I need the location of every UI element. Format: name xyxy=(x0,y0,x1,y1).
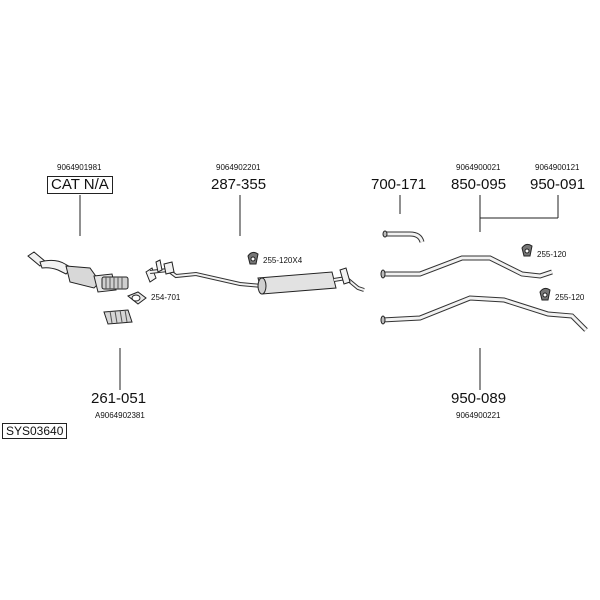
hanger-icon-255-120-a xyxy=(521,243,533,257)
part-number-287-355: 287-355 xyxy=(211,176,267,193)
oe-number-850-095: 9064900021 xyxy=(456,163,501,172)
leader-lines xyxy=(79,195,559,390)
clamp-254-701 xyxy=(127,291,147,305)
pipe-950-089 xyxy=(380,295,588,332)
catalytic-converter xyxy=(27,251,129,293)
oe-number-261-051: A9064902381 xyxy=(95,411,145,420)
oe-number-cat: 9064901981 xyxy=(57,163,102,172)
diagram-code: SYS03640 xyxy=(2,423,68,439)
fitting-label-255-120-b: 255-120 xyxy=(555,293,585,302)
part-number-700-171: 700-171 xyxy=(371,176,427,193)
oe-number-950-091: 9064900121 xyxy=(535,163,580,172)
flex-pipe-261-051 xyxy=(103,309,133,325)
hanger-icon-255-120-b xyxy=(539,287,551,301)
oe-number-950-089: 9064900221 xyxy=(456,411,501,420)
fitting-label-255-120-a: 255-120 xyxy=(537,250,567,259)
hanger-icon-255-120x4 xyxy=(247,251,259,265)
pipe-850-095 xyxy=(380,255,553,279)
fitting-label-254-701: 254-701 xyxy=(151,293,181,302)
part-number-950-089: 950-089 xyxy=(451,390,507,407)
part-number-950-091: 950-091 xyxy=(530,176,586,193)
oe-number-287-355: 9064902201 xyxy=(216,163,261,172)
fitting-label-255-120x4: 255-120X4 xyxy=(263,256,303,265)
part-number-cat: CAT N/A xyxy=(47,176,113,194)
front-pipe-287-355 xyxy=(145,259,365,295)
part-number-850-095: 850-095 xyxy=(451,176,507,193)
tailpipe-700-171 xyxy=(382,230,425,243)
part-number-261-051: 261-051 xyxy=(91,390,147,407)
